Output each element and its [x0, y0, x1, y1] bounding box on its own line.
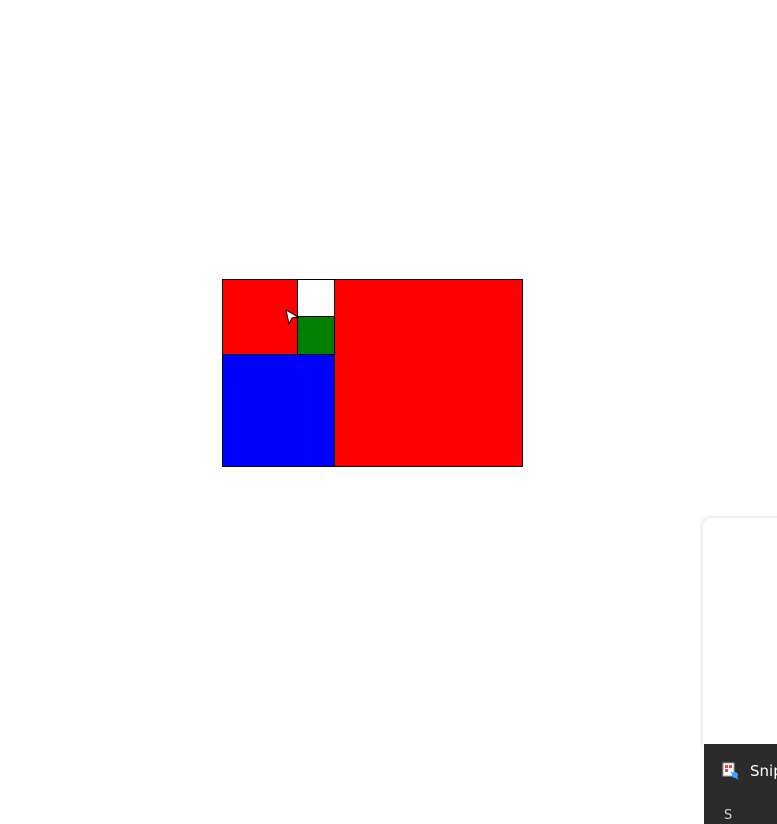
snipping-tool-icon	[722, 762, 740, 780]
tile-white[interactable]	[297, 279, 335, 317]
tile-green[interactable]	[297, 316, 335, 355]
color-tile-grid	[222, 279, 523, 467]
tile-blue[interactable]	[222, 354, 335, 467]
snipping-tool-label: Snip	[750, 762, 777, 780]
tile-red-large[interactable]	[334, 279, 523, 467]
mouse-pointer-icon	[285, 309, 299, 325]
snipping-tool-item[interactable]: Snip	[722, 762, 777, 780]
tile-red-small[interactable]	[222, 279, 298, 355]
taskbar-jumplist: Snip S	[704, 744, 777, 824]
notification-panel	[703, 518, 777, 748]
